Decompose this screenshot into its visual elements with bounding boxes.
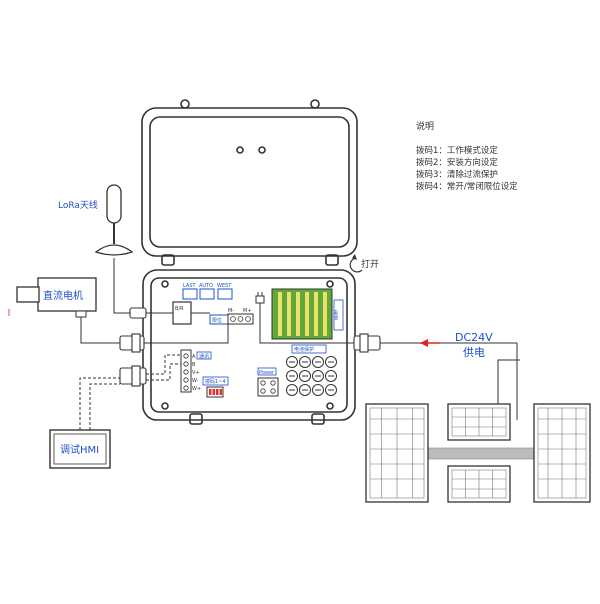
dc24v-supply: DC24V 供电 [380, 331, 520, 420]
dc-supply-label: 供电 [463, 345, 485, 359]
solar-array [365, 403, 591, 503]
terminal-a: A [192, 354, 196, 360]
label-power: Power [259, 370, 275, 376]
dc-voltage-label: DC24V [455, 331, 493, 344]
dc-motor: 直流电机 [8, 277, 120, 344]
motor-terminal: M- M+ [227, 308, 254, 325]
notes-panel: 说明 拨码1：工作模式设定 拨码2：安装方向设定 拨码3：清除过流保护 拨码4：… [416, 120, 518, 192]
debug-hmi: 调试HMI [49, 354, 181, 469]
terminal-vplus: V+ [192, 370, 200, 376]
hmi-label: 调试HMI [60, 443, 99, 456]
notes-item-2: 拨码2：安装方向设定 [416, 157, 498, 168]
notes-item-3: 拨码3：清除过流保护 [416, 169, 498, 180]
lora-label: LoRa天线 [58, 199, 98, 211]
power-terminal: Power [257, 367, 279, 397]
battery-protect-fuses: 电池保护 [286, 344, 337, 396]
notes-item-1: 拨码1：工作模式设定 [416, 145, 498, 156]
label-last: LAST [183, 283, 196, 289]
terminal-wplus: W+ [192, 386, 201, 392]
label-battery: 电池 [332, 309, 338, 320]
internal-wiring [144, 310, 354, 344]
solar-panel-left [365, 403, 429, 503]
battery-pack: 电池 [271, 288, 344, 340]
enclosure-lid [141, 99, 358, 266]
label-rb: B/R [175, 306, 184, 312]
cable-gland-right [353, 333, 381, 353]
label-battery-protect: 电池保护 [294, 346, 314, 353]
label-m-minus: M- [228, 308, 234, 314]
solar-panel-top [447, 403, 511, 441]
label-m-plus: M+ [243, 308, 252, 314]
cable-gland-bottom-left [119, 365, 147, 387]
label-limit: 限位 [212, 317, 222, 324]
notes-item-4: 拨码4：常开/常闭限位设定 [416, 181, 518, 192]
label-dip: 拨码1~4 [205, 378, 226, 385]
terminal-wminus: W- [192, 378, 199, 384]
comm-terminal-block: A B V+ W- W+ 通讯 [180, 349, 212, 393]
label-comm: 通讯 [199, 353, 209, 360]
antenna-gland [129, 307, 147, 319]
terminal-b: B [192, 362, 196, 368]
solar-panel-right [533, 403, 591, 503]
solar-panel-bottom [447, 465, 511, 503]
cable-gland-left [119, 333, 145, 353]
open-label: 打开 [361, 258, 379, 270]
label-auto: AUTO [199, 283, 213, 289]
limit-terminal: 限位 [209, 314, 229, 325]
relay-block: B/R [172, 301, 192, 325]
mode-switch-connectors: LAST AUTO WEST [182, 283, 233, 300]
dip-switch: 拨码1~4 [202, 376, 229, 398]
dc-plug-icon [255, 292, 265, 310]
open-arrow-icon: 打开 [349, 254, 379, 273]
motor-label: 直流电机 [43, 289, 83, 302]
label-west: WEST [217, 283, 232, 289]
notes-title: 说明 [416, 120, 434, 132]
lora-antenna: LoRa天线 [58, 184, 134, 314]
